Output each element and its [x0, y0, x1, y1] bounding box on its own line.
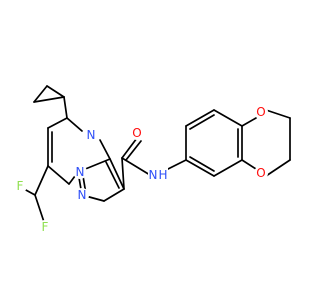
difluoromethyl-group	[23, 165, 49, 223]
pyrimidine-ring	[47, 117, 111, 185]
atom-f-lower: F	[38, 220, 52, 234]
cyclopropyl-group	[33, 85, 68, 119]
atom-f-upper: F	[13, 179, 27, 193]
atom-o-dioxane-bottom: O	[254, 166, 268, 180]
atom-label: O	[132, 126, 141, 140]
carboxamide-group	[121, 137, 187, 190]
atom-label: H	[158, 168, 167, 182]
benzene-ring	[185, 109, 243, 177]
molecule-structure: N N N O N H F F O	[13, 85, 291, 234]
atom-label: O	[256, 166, 265, 180]
atom-label: N	[149, 168, 158, 182]
atom-n-bridge: N	[73, 165, 87, 179]
atom-label: N	[78, 188, 87, 202]
atom-label: F	[17, 179, 24, 193]
atom-nh-amide: N H	[148, 168, 168, 182]
atom-o-carbonyl: O	[130, 126, 144, 140]
atom-n-pyrazole: N	[75, 188, 89, 202]
atom-label: N	[76, 165, 85, 179]
atom-n-pyrimidine: N	[84, 128, 98, 142]
atom-label: F	[42, 220, 49, 234]
atom-o-dioxane-top: O	[254, 105, 268, 119]
dioxane-ring	[241, 109, 291, 177]
atom-label: O	[256, 105, 265, 119]
structure-canvas: N N N O N H F F O	[13, 85, 291, 234]
atom-label: N	[87, 128, 96, 142]
